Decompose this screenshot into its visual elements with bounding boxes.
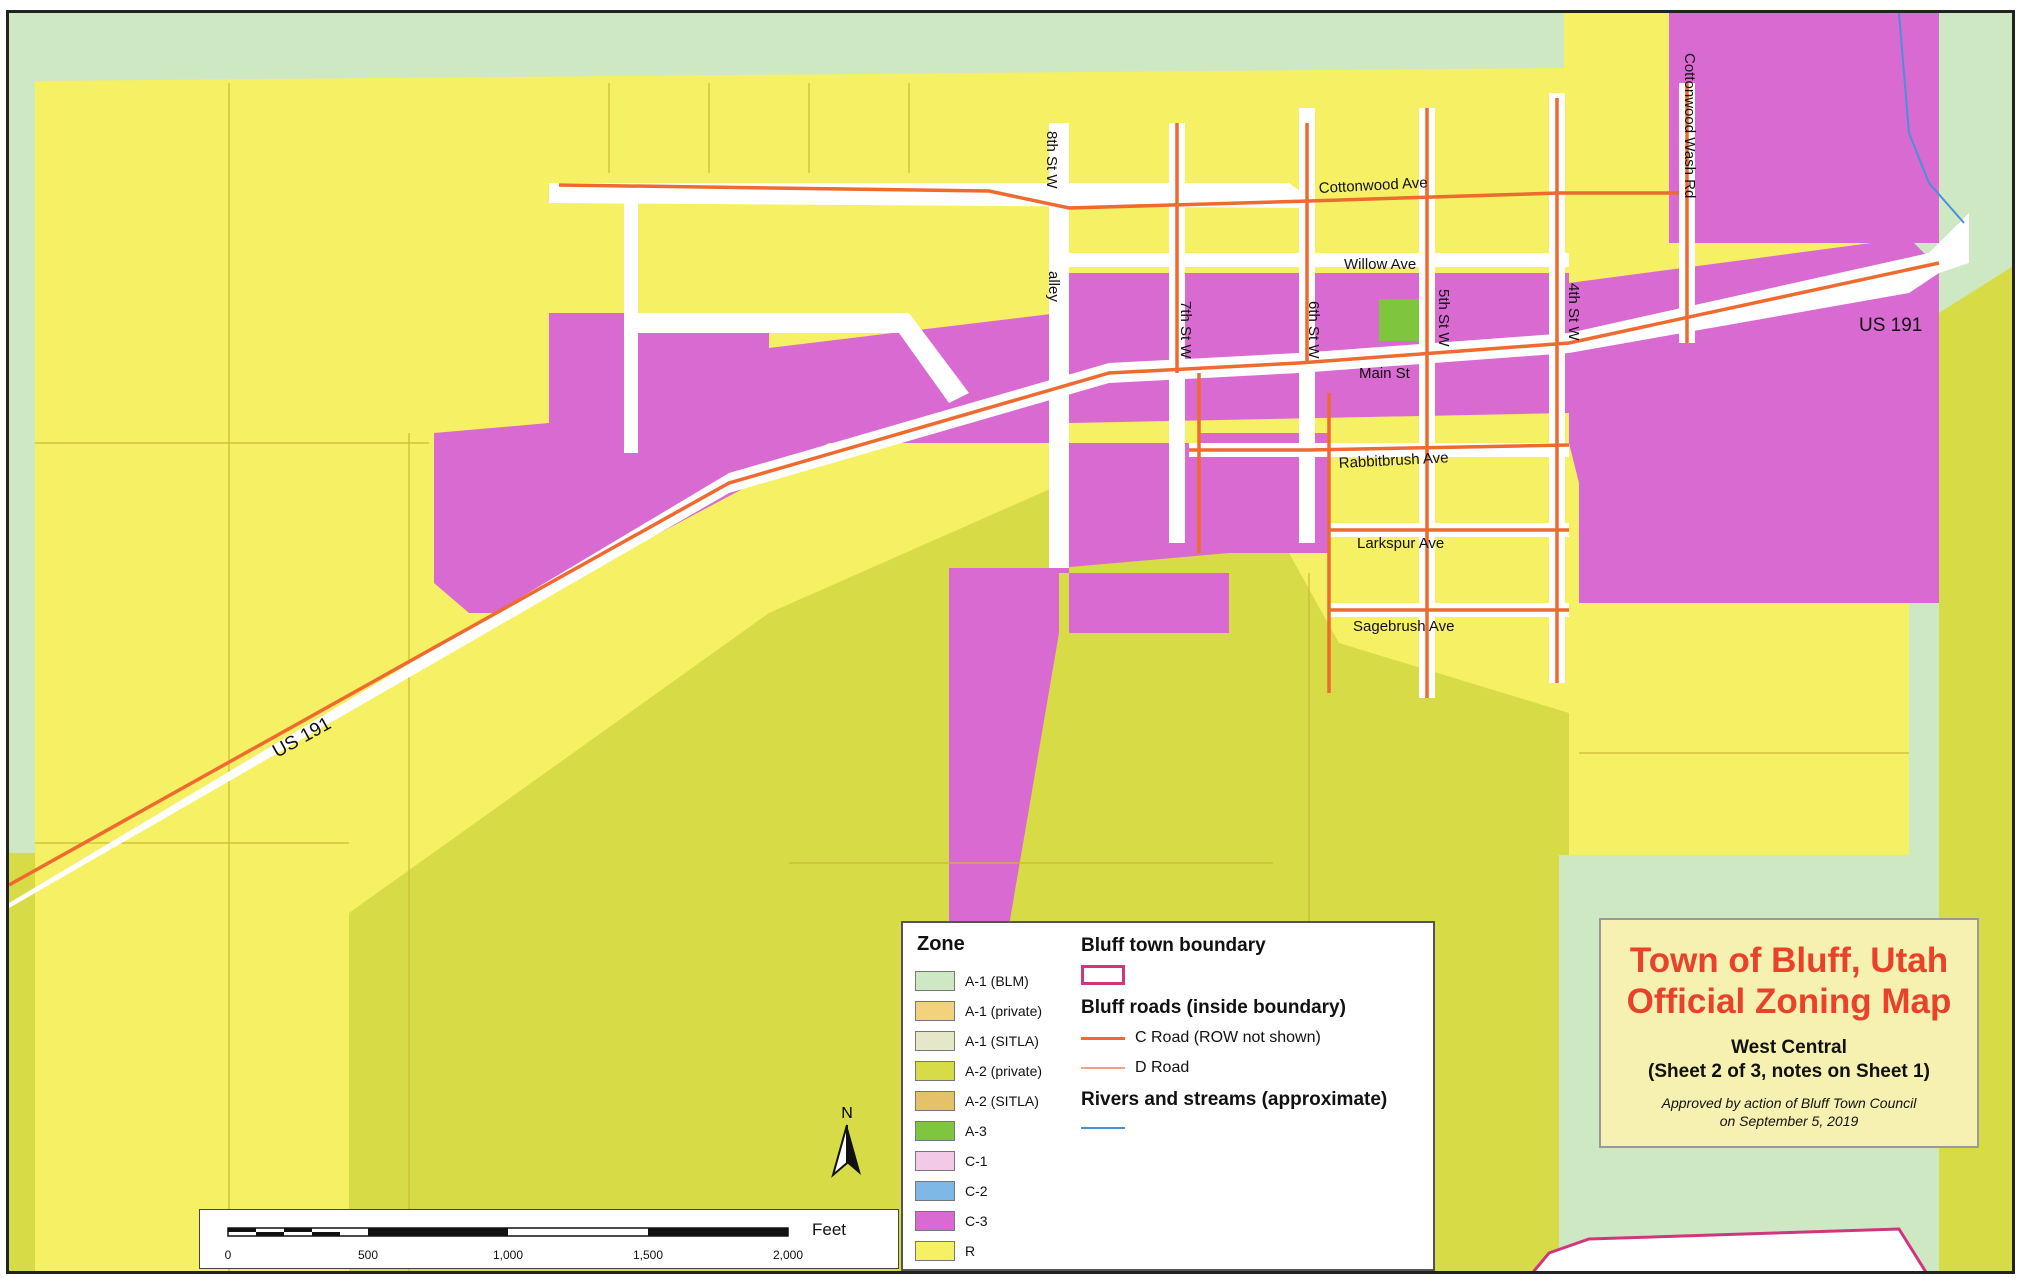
scale-tick-500: 500 <box>357 1248 379 1262</box>
zone-label: A-1 (private) <box>965 1003 1043 1019</box>
zone-swatch <box>915 1151 955 1171</box>
6th-st-w-label: 6th St W <box>1305 301 1322 359</box>
d-road-line <box>1081 1067 1125 1069</box>
map-legend: Zone A-1 (BLM) A-1 (private) A-1 (SITLA) A-… <box>901 921 1435 1271</box>
town-boundary <box>1532 1227 1928 1271</box>
ag-private-zone-west <box>9 853 35 1271</box>
zone-label: A-1 (SITLA) <box>965 1033 1039 1049</box>
scale-tick-1000: 1,000 <box>492 1248 524 1262</box>
commercial-zone-northeast <box>1669 13 1939 243</box>
scale-bar: 0 500 1,000 1,500 2,000 Feet <box>199 1209 899 1269</box>
8th-st-w-label: 8th St W <box>1043 131 1060 189</box>
zone-swatch <box>915 1211 955 1231</box>
larkspur-ave-label: Larkspur Ave <box>1357 535 1444 552</box>
boundary-heading: Bluff town boundary <box>1081 935 1266 956</box>
scale-tick-2000: 2,000 <box>772 1248 804 1262</box>
zone-legend-row: C-1 <box>915 1149 988 1173</box>
c-roads <box>9 83 1940 887</box>
roads-heading: Bluff roads (inside boundary) <box>1081 997 1346 1018</box>
zone-legend-row: A-1 (SITLA) <box>915 1029 1039 1053</box>
rabbitbrush-ave-label: Rabbitbrush Ave <box>1338 449 1449 472</box>
zone-legend-row: A-3 <box>915 1119 987 1143</box>
title-box: Town of Bluff, Utah Official Zoning Map … <box>1599 918 1979 1148</box>
zone-label: C-1 <box>965 1153 988 1169</box>
sheet-note: (Sheet 2 of 3, notes on Sheet 1) <box>1648 1061 1930 1082</box>
zone-label: A-1 (BLM) <box>965 973 1029 989</box>
zone-label: A-3 <box>965 1123 987 1139</box>
zone-swatch <box>915 1091 955 1111</box>
d-road-legend-row: D Road <box>1081 1059 1189 1077</box>
scale-unit: Feet <box>812 1220 847 1239</box>
zone-label: R <box>965 1243 976 1259</box>
zone-label: C-2 <box>965 1183 988 1199</box>
c-road-label: C Road (ROW not shown) <box>1135 1029 1321 1046</box>
map-canvas: US 191 US 191 Main St Cottonwood Ave Wil… <box>9 13 2012 1271</box>
map-title-line2: Official Zoning Map <box>1626 982 1952 1021</box>
4th-st-w-label: 4th St W <box>1565 283 1582 341</box>
c-road-line <box>1081 1036 1125 1040</box>
commercial-zone-main-street <box>1069 273 1569 423</box>
zone-swatch <box>915 1121 955 1141</box>
river-line <box>1081 1127 1125 1129</box>
zone-swatch <box>915 1031 955 1051</box>
us191-centerline <box>9 261 1940 887</box>
north-label: N <box>841 1105 853 1122</box>
willow-ave-label: Willow Ave <box>1344 256 1416 273</box>
zone-swatch <box>915 971 955 991</box>
zone-label: C-3 <box>965 1213 988 1229</box>
approval-line1: Approved by action of Bluff Town Council <box>1661 1095 1917 1111</box>
zone-legend-row: A-1 (private) <box>915 999 1042 1023</box>
zone-legend-row: R <box>915 1239 975 1263</box>
d-road-label: D Road <box>1135 1059 1190 1076</box>
zoning-map: US 191 US 191 Main St Cottonwood Ave Wil… <box>6 10 2015 1274</box>
ag-private-zone-area <box>349 463 1909 1271</box>
zone-swatch <box>915 1001 955 1021</box>
map-subtitle: West Central <box>1731 1037 1847 1058</box>
zone-legend-row: A-1 (BLM) <box>915 969 1029 993</box>
cottonwood-wash-rd-label: Cottonwood Wash Rd <box>1681 53 1698 198</box>
main-street-label: Main St <box>1359 365 1411 382</box>
rivers-heading: Rivers and streams (approximate) <box>1081 1089 1388 1110</box>
north-arrow: N <box>827 1105 867 1185</box>
7th-st-w-label: 7th St W <box>1177 301 1194 359</box>
alley-label: alley <box>1045 271 1062 302</box>
approval-line2: on September 5, 2019 <box>1719 1113 1859 1129</box>
5th-st-w-label: 5th St W <box>1435 289 1452 347</box>
cottonwood-ave-label: Cottonwood Ave <box>1318 174 1428 197</box>
cottonwood-wash-stream <box>1898 13 1965 224</box>
zone-heading: Zone <box>917 933 965 955</box>
zone-label: A-2 (SITLA) <box>965 1093 1039 1109</box>
sagebrush-ave-label: Sagebrush Ave <box>1353 618 1454 635</box>
zone-swatch <box>915 1181 955 1201</box>
scale-tick-1500: 1,500 <box>632 1248 664 1262</box>
north-arrow-icon <box>831 1124 861 1178</box>
commercial-zone-south <box>1199 433 1329 553</box>
zone-legend-row: C-3 <box>915 1209 988 1233</box>
zone-label: A-2 (private) <box>965 1063 1043 1079</box>
map-title-line1: Town of Bluff, Utah <box>1629 941 1949 980</box>
zone-legend-row: C-2 <box>915 1179 988 1203</box>
zone-swatch <box>915 1061 955 1081</box>
scale-bar-graphic <box>227 1227 789 1237</box>
boundary-swatch <box>1081 965 1125 985</box>
c-road-legend-row: C Road (ROW not shown) <box>1081 1029 1321 1047</box>
scale-tick-0: 0 <box>224 1248 232 1262</box>
zone-legend-row: A-2 (private) <box>915 1059 1042 1083</box>
zone-swatch <box>915 1241 955 1261</box>
us191-label-east: US 191 <box>1859 315 1922 336</box>
zone-legend-row: A-2 (SITLA) <box>915 1089 1039 1113</box>
